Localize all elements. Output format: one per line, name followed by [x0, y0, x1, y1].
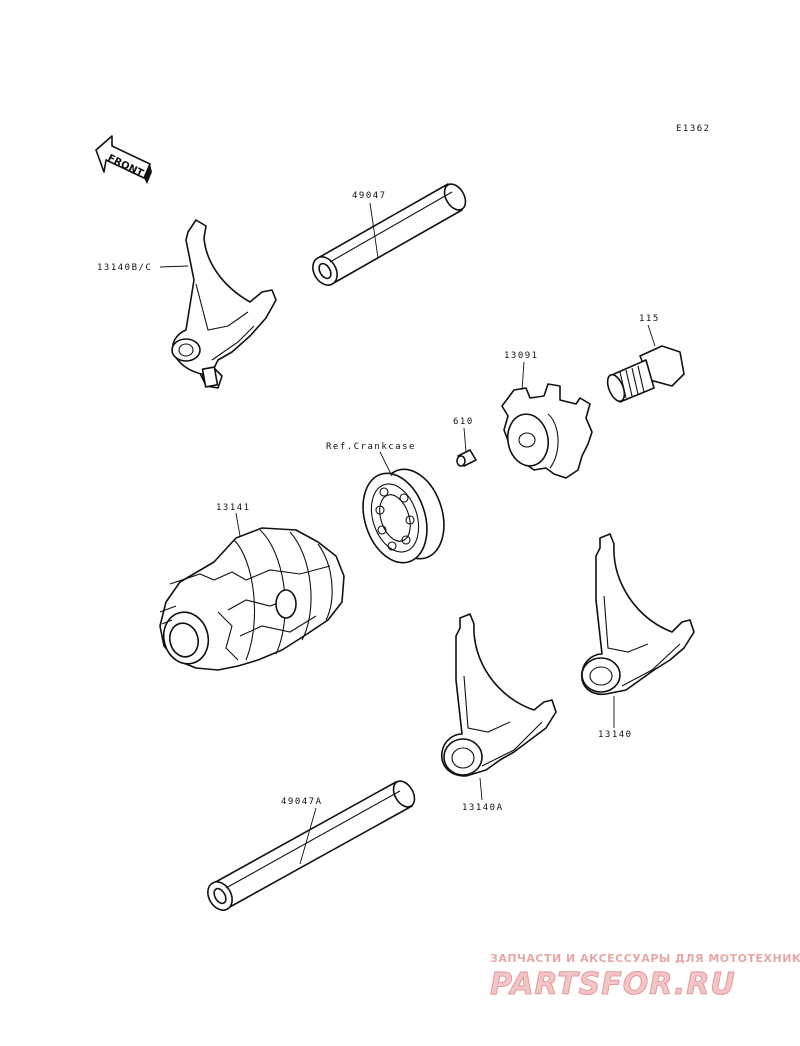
shift-fork-middle — [441, 613, 557, 777]
holder-13091 — [501, 383, 593, 479]
watermark-logo: PARTSFOR.RU — [490, 967, 736, 1002]
watermark-tagline: ЗАПЧАСТИ И АКСЕССУАРЫ ДЛЯ МОТОТЕХНИКИ — [490, 952, 800, 965]
leader-49047 — [369, 202, 379, 259]
leader-crankcase — [379, 451, 393, 477]
leader-13140bc — [159, 265, 189, 268]
label-13091: 13091 — [504, 351, 539, 361]
leader-610 — [463, 427, 467, 453]
label-13140: 13140 — [598, 730, 633, 740]
label-13140a: 13140A — [462, 803, 504, 813]
leader-13091 — [521, 361, 525, 391]
leader-49047a — [299, 807, 317, 865]
diagram-code: E1362 — [676, 124, 711, 134]
bearing-crankcase — [362, 468, 445, 564]
shift-drum-13141 — [159, 527, 345, 671]
shift-fork-upper — [171, 219, 277, 389]
label-49047: 49047 — [352, 191, 387, 201]
leader-13141 — [235, 512, 241, 537]
label-13140bc: 13140B/C — [97, 263, 152, 273]
shift-rod-upper — [312, 183, 467, 286]
label-crankcase: Ref.Crankcase — [326, 442, 416, 452]
label-610: 610 — [453, 417, 474, 427]
pin-610 — [456, 449, 477, 467]
label-13141: 13141 — [216, 503, 251, 513]
leader-115 — [647, 324, 656, 347]
bolt-115 — [606, 345, 685, 403]
label-49047a: 49047A — [281, 797, 323, 807]
watermark: ЗАПЧАСТИ И АКСЕССУАРЫ ДЛЯ МОТОТЕХНИКИ PA… — [490, 952, 800, 1003]
front-arrow-icon: FRONT — [95, 135, 152, 184]
shift-fork-right — [581, 533, 695, 696]
leader-13140a — [479, 777, 483, 801]
shift-rod-lower — [207, 780, 416, 911]
label-115: 115 — [639, 314, 660, 324]
